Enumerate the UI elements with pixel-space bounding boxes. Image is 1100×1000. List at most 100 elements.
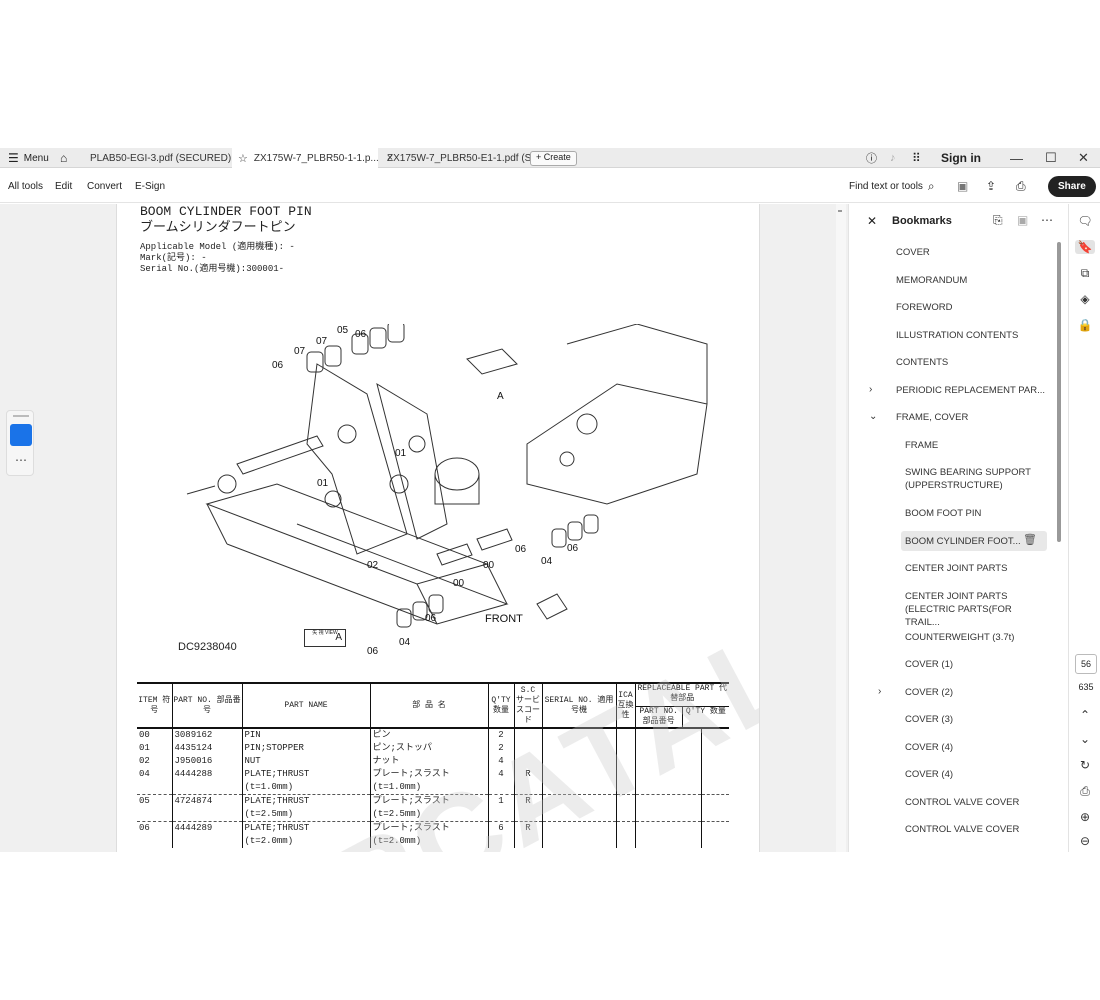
edit-button[interactable]: Edit — [55, 180, 73, 192]
bookmarks-panel: ✕ Bookmarks ⎘ ▣ ⋯ COVER MEMORANDUM FOREWOR… — [848, 204, 1066, 852]
more-options-icon[interactable]: ⋯ — [1041, 213, 1053, 227]
page-setup-icon[interactable]: ⎙ — [1080, 784, 1090, 798]
comment-icon[interactable]: 🗨 — [1077, 214, 1093, 228]
cell-jp-name: プレート;スラスト(t=1.0mm) — [369, 768, 488, 795]
bookmark-item[interactable]: CENTER JOINT PARTS (ELECTRIC PARTS(FOR T… — [849, 586, 1059, 628]
chevron-down-icon[interactable]: ⌄ — [1079, 732, 1091, 746]
cell-rp-qty — [700, 755, 729, 768]
bookmark-item[interactable]: COVER — [849, 242, 1059, 262]
cell-part-name: PLATE;THRUST(t=2.5mm) — [241, 794, 370, 822]
convert-button[interactable]: Convert — [87, 180, 123, 192]
bookmark-label: CENTER JOINT PARTS — [905, 563, 1008, 574]
minimize-icon[interactable]: — — [1010, 150, 1023, 166]
bookmark-item[interactable]: COUNTERWEIGHT (3.7t) — [849, 627, 1059, 647]
bookmark-item[interactable]: CONTENTS — [849, 352, 1059, 372]
drag-handle[interactable] — [13, 415, 29, 417]
sign-in-button[interactable]: Sign in — [941, 151, 981, 165]
cell-item: 06 — [137, 821, 172, 848]
parts-table: ITEM 符号 PART NO. 部品番号 PART NAME 部 品 名 Q'… — [137, 682, 729, 848]
bookmark-item[interactable]: ILLUSTRATION CONTENTS — [849, 325, 1059, 345]
save-icon[interactable]: ▣ — [957, 179, 969, 193]
bookmark-item[interactable]: BOOM CYLINDER FOOT...🗑 — [901, 530, 1047, 551]
bookmark-item[interactable]: CONTROL VALVE COVER — [849, 819, 1059, 839]
chevron-right-icon[interactable]: › — [869, 383, 873, 395]
all-tools-button[interactable]: All tools — [8, 180, 44, 192]
print-icon[interactable]: ⎙ — [1016, 178, 1026, 193]
cell-item: 00 — [139, 730, 150, 740]
bookmark-item[interactable]: ›COVER (2) — [849, 682, 1059, 702]
bookmark-item[interactable]: COVER (1) — [849, 654, 1059, 674]
star-icon[interactable]: ☆ — [238, 152, 248, 165]
close-window-icon[interactable]: ✕ — [1078, 150, 1089, 165]
callout-07a: 07 — [316, 336, 328, 347]
cell-sc: R — [513, 821, 542, 848]
bookmarks-scrollbar[interactable] — [1057, 242, 1061, 542]
bookmarks-header: ✕ Bookmarks ⎘ ▣ ⋯ — [849, 204, 1067, 238]
bookmark-item[interactable]: CONTROL VALVE COVER — [849, 792, 1059, 812]
cell-part-no: 4444289 — [171, 821, 242, 848]
share-button[interactable]: Share — [1048, 169, 1096, 203]
bookmark-item[interactable]: FOREWORD — [849, 297, 1059, 317]
bookmark-item[interactable]: BOOM FOOT PIN — [849, 503, 1059, 523]
more-tools-icon[interactable]: ⋯ — [15, 453, 27, 467]
apps-grid-icon[interactable]: ⠿ — [912, 151, 921, 165]
trash-icon[interactable]: 🗑 — [1023, 533, 1037, 546]
upload-cloud-icon[interactable]: ⇪ — [986, 179, 997, 193]
close-panel-icon[interactable]: ✕ — [867, 214, 878, 228]
tab-plab50[interactable]: PLAB50-EGI-3.pdf (SECURED) — [90, 152, 232, 164]
cell-jp-name: ナット — [369, 755, 488, 768]
bookmark-item[interactable]: ›PERIODIC REPLACEMENT PAR... — [849, 380, 1059, 400]
bookmark-label: BOOM FOOT PIN — [905, 508, 982, 519]
header-qty: Q'TY 数量 — [487, 683, 514, 728]
refresh-icon[interactable]: ↻ — [1079, 758, 1091, 772]
pages-icon[interactable]: ⧉ — [1080, 266, 1090, 280]
callout-06b: 06 — [272, 360, 284, 371]
bookmark-item[interactable]: CENTER JOINT PARTS — [849, 558, 1059, 578]
add-bookmark-icon[interactable]: ⎘ — [993, 213, 1003, 227]
layers-icon[interactable]: ◈ — [1080, 292, 1090, 306]
cell-rp-part-no — [634, 742, 701, 755]
cell-sc — [513, 742, 542, 755]
bookmark-item[interactable]: SWING BEARING SUPPORT (UPPERSTRUCTURE) — [849, 462, 1059, 491]
tab-zx175w-active[interactable]: ☆ ZX175W-7_PLBR50-1-1.p... × — [232, 148, 393, 168]
menu-button[interactable]: ☰ Menu — [8, 148, 49, 168]
callout-06a: 06 — [355, 329, 367, 340]
cell-rp-part-no — [634, 794, 701, 822]
document-viewport[interactable]: BOOM CYLINDER FOOT PIN ブームシリンダフートピン Appl… — [0, 204, 848, 852]
create-button[interactable]: + Create — [530, 148, 577, 168]
cell-jp-name: ピン;ストッパ — [369, 742, 488, 755]
chevron-up-icon[interactable]: ⌃ — [1079, 708, 1091, 722]
bookmark-item[interactable]: FRAME — [849, 435, 1059, 455]
bookmark-item[interactable]: ⌄FRAME, COVER — [849, 407, 1059, 427]
document-scrollbar[interactable] — [836, 204, 846, 852]
bell-icon[interactable]: ♪ — [890, 152, 896, 164]
bookmark-item[interactable]: COVER (3) — [849, 709, 1059, 729]
bookmark-options-icon[interactable]: ▣ — [1017, 213, 1029, 227]
lock-icon[interactable]: 🔒 — [1077, 318, 1093, 332]
bookmark-item[interactable]: COVER (4) — [849, 764, 1059, 784]
current-page-input[interactable]: 56 — [1075, 654, 1097, 674]
cell-part-no: J950016 — [171, 755, 242, 768]
tab-zx175w-e1[interactable]: ZX175W-7_PLBR50-E1-1.pdf (SEC... — [387, 152, 554, 164]
help-icon[interactable]: ⓘ — [866, 153, 877, 165]
close-tab-icon[interactable]: × — [386, 152, 394, 164]
esign-button[interactable]: E-Sign — [135, 180, 166, 192]
zoom-out-icon[interactable]: ⊖ — [1079, 834, 1091, 848]
chevron-down-icon[interactable]: ⌄ — [869, 411, 878, 422]
maximize-icon[interactable]: ☐ — [1045, 150, 1057, 165]
chevron-right-icon[interactable]: › — [878, 685, 882, 697]
plus-icon: + — [536, 151, 542, 162]
cell-rp-part-no — [634, 821, 701, 848]
bookmark-item[interactable]: COVER (4) — [849, 737, 1059, 757]
mark: Mark(記号): - — [140, 253, 207, 263]
pdf-page: BOOM CYLINDER FOOT PIN ブームシリンダフートピン Appl… — [116, 204, 760, 852]
find-text-button[interactable]: Find text or tools ⌕ — [849, 178, 935, 193]
select-tool-icon[interactable] — [10, 424, 32, 446]
zoom-in-icon[interactable]: ⊕ — [1079, 810, 1091, 824]
header-part-name: PART NAME — [241, 683, 370, 728]
bookmarks-icon[interactable]: 🔖 — [1075, 240, 1095, 254]
home-button[interactable]: ⌂ — [60, 148, 67, 168]
bookmark-item[interactable]: MEMORANDUM — [849, 270, 1059, 290]
